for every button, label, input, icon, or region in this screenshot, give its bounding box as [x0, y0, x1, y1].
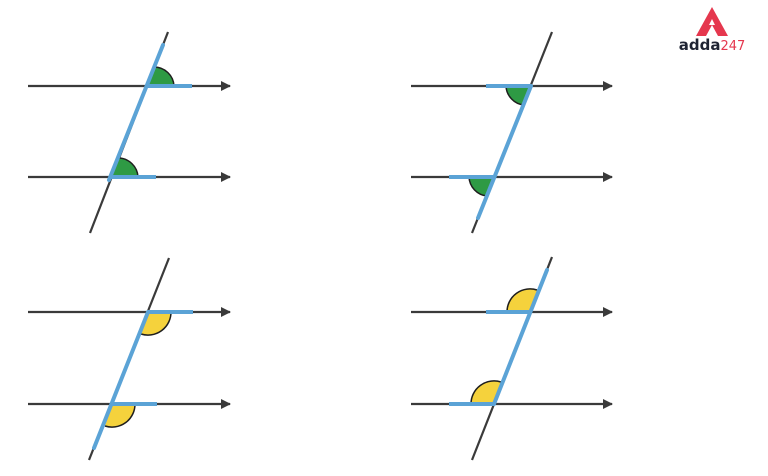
logo-wordmark: adda247: [672, 36, 752, 54]
arc-outline: [153, 66, 175, 87]
adda247-logo: adda247: [672, 6, 752, 58]
logo-name: adda: [678, 36, 721, 54]
panel-top-left: [28, 31, 231, 234]
logo-suffix: 247: [720, 39, 746, 54]
angle-top-yellow-icon: [141, 312, 172, 336]
angle-bottom-yellow-icon: [105, 404, 136, 428]
highlight-transversal: [92, 310, 150, 450]
panel-bottom-right: [411, 256, 613, 461]
angle-top-yellow-icon: [506, 288, 537, 312]
arc-outline: [506, 288, 538, 313]
arc-outline: [470, 380, 502, 405]
highlight-transversal: [476, 84, 533, 220]
panel-top-right: [411, 31, 613, 234]
arc-outline: [104, 403, 136, 428]
highlight-transversal: [107, 43, 165, 182]
arc-outline: [468, 176, 488, 197]
arc-outline: [117, 157, 139, 178]
highlight-transversal: [492, 268, 549, 406]
arc-outline: [140, 311, 172, 336]
adda-a-mark-icon: [696, 7, 728, 36]
panel-bottom-left: [28, 257, 231, 461]
angle-bottom-yellow-icon: [470, 380, 501, 404]
